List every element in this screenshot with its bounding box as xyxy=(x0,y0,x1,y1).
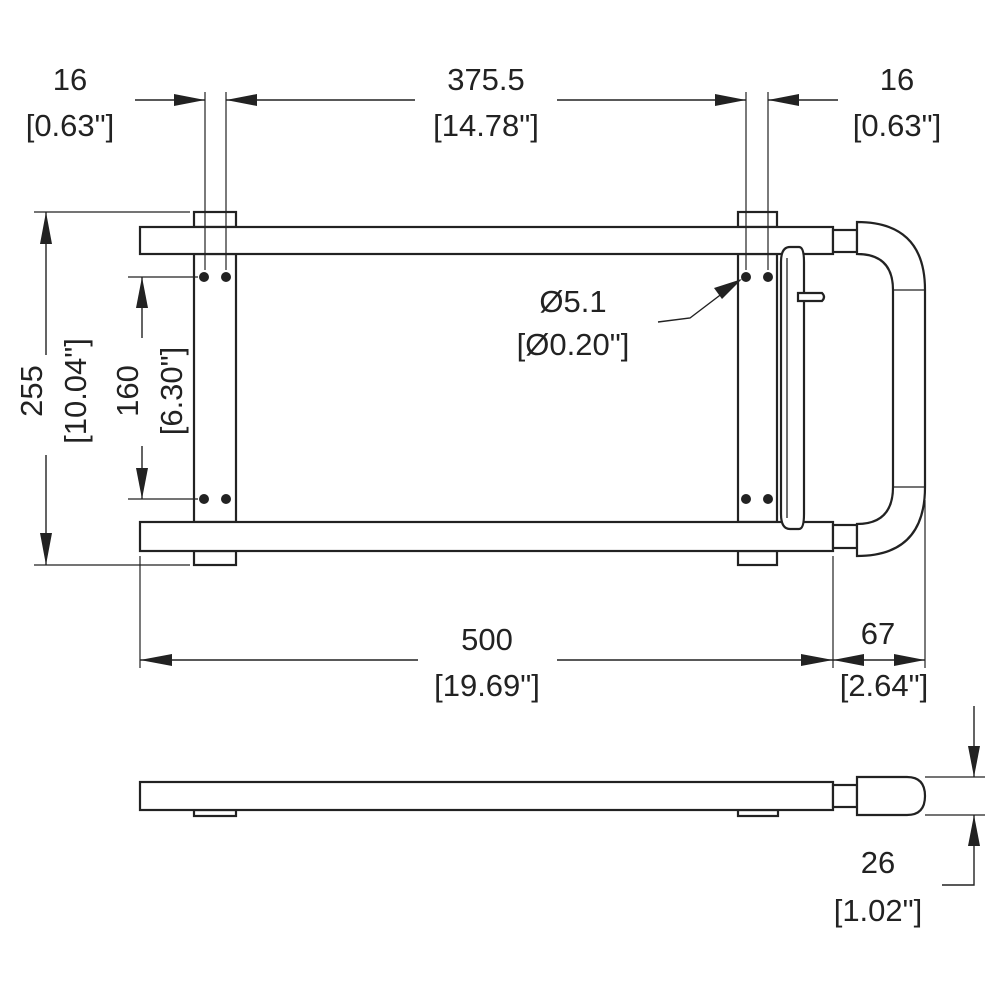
extension-lines xyxy=(34,92,985,816)
dim-label-hole-imperial: [Ø0.20"] xyxy=(517,327,630,362)
mounting-hole xyxy=(741,494,751,504)
dim-label-handle-imperial: [2.64"] xyxy=(840,668,929,703)
mounting-hole xyxy=(199,494,209,504)
mounting-holes xyxy=(199,272,773,504)
mounting-hole xyxy=(763,494,773,504)
arrow xyxy=(40,212,52,244)
latch-pin xyxy=(796,291,826,303)
dim-label-height-value: 255 xyxy=(14,365,49,417)
arrow xyxy=(226,94,257,106)
arrow xyxy=(968,815,980,846)
dim-label-top-left-value: 16 xyxy=(53,62,87,97)
left-crossbar-bottom-cap xyxy=(192,549,238,567)
dim-label-hole-spacing-imperial: [6.30"] xyxy=(154,347,189,436)
dim-label-length-value: 500 xyxy=(461,622,513,657)
latch-bar xyxy=(779,245,806,531)
bottom-rail xyxy=(138,520,835,553)
handle xyxy=(855,220,927,558)
arrow xyxy=(715,94,746,106)
dim-line-26-bottom xyxy=(942,815,975,886)
mounting-hole xyxy=(741,272,751,282)
mounting-hole xyxy=(763,272,773,282)
mounting-hole xyxy=(221,272,231,282)
arrow xyxy=(801,654,833,666)
top-rail xyxy=(138,225,835,256)
top-rail-connector xyxy=(831,228,859,254)
dim-label-thickness-value: 26 xyxy=(861,845,895,880)
dim-label-top-left-imperial: [0.63"] xyxy=(26,108,115,143)
dim-label-top-right-value: 16 xyxy=(880,62,914,97)
left-crossbar-top-cap xyxy=(192,210,238,229)
dim-label-hole-value: Ø5.1 xyxy=(539,284,606,319)
arrow xyxy=(714,279,742,299)
arrow xyxy=(833,654,864,666)
dimension-labels: 16 [0.63"] 375.5 [14.78"] 16 [0.63"] Ø5.… xyxy=(14,62,941,928)
side-handle xyxy=(855,775,927,817)
arrow xyxy=(768,94,799,106)
side-rail xyxy=(138,780,835,812)
arrow xyxy=(174,94,205,106)
bottom-rail-connector xyxy=(831,523,859,550)
arrow xyxy=(40,533,52,565)
left-crossbar xyxy=(192,252,238,524)
side-view xyxy=(138,775,927,818)
top-view xyxy=(138,210,927,567)
right-crossbar-bottom-cap xyxy=(736,549,779,567)
right-crossbar xyxy=(736,252,779,524)
arrow xyxy=(894,654,925,666)
mounting-hole xyxy=(221,494,231,504)
arrow xyxy=(136,277,148,308)
dim-label-top-right-imperial: [0.63"] xyxy=(853,108,942,143)
dimension-lines xyxy=(40,94,980,886)
side-connector xyxy=(831,783,859,809)
arrow xyxy=(136,468,148,499)
right-crossbar-top-cap xyxy=(736,210,779,229)
dim-label-hole-spacing-value: 160 xyxy=(110,365,145,417)
dim-label-height-imperial: [10.04"] xyxy=(58,338,93,444)
mounting-hole xyxy=(199,272,209,282)
dim-label-thickness-imperial: [1.02"] xyxy=(834,893,923,928)
arrow xyxy=(968,746,980,777)
dim-label-handle-value: 67 xyxy=(861,616,895,651)
dim-label-top-middle-imperial: [14.78"] xyxy=(433,108,539,143)
arrow xyxy=(140,654,172,666)
dim-label-top-middle-value: 375.5 xyxy=(447,62,525,97)
dim-label-length-imperial: [19.69"] xyxy=(434,668,540,703)
